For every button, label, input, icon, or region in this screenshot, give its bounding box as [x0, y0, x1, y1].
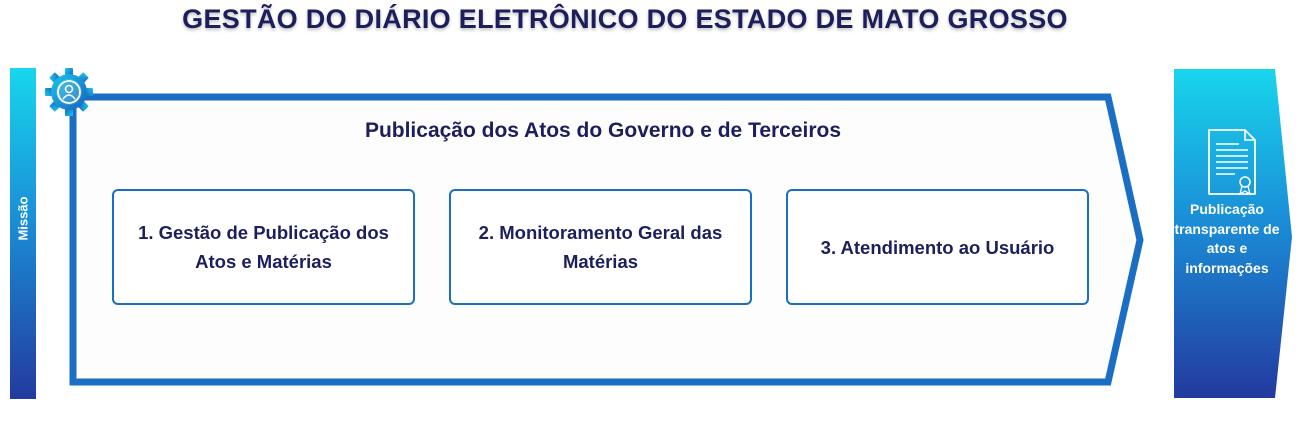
page-title: GESTÃO DO DIÁRIO ELETRÔNICO DO ESTADO DE…: [182, 4, 1068, 34]
main-heading: Publicação dos Atos do Governo e de Terc…: [364, 119, 842, 142]
mission-bar: [10, 68, 36, 399]
activity-label: 2. Monitoramento Geral das Matérias: [478, 222, 723, 272]
result-label: Publicação transparente de atos e inform…: [1174, 201, 1280, 276]
activity-label: 1. Gestão de Publicação dos Atos e Matér…: [138, 222, 389, 272]
activity-box-2: 2. Monitoramento Geral das Matérias: [449, 189, 752, 305]
activity-label: 3. Atendimento ao Usuário: [820, 236, 1055, 258]
activity-box-3: 3. Atendimento ao Usuário: [786, 189, 1089, 305]
gear-user-icon: [45, 68, 93, 116]
activity-box-1: 1. Gestão de Publicação dos Atos e Matér…: [112, 189, 415, 305]
document-certificate-icon: [1208, 129, 1256, 196]
result-panel-shape: [1174, 69, 1292, 398]
